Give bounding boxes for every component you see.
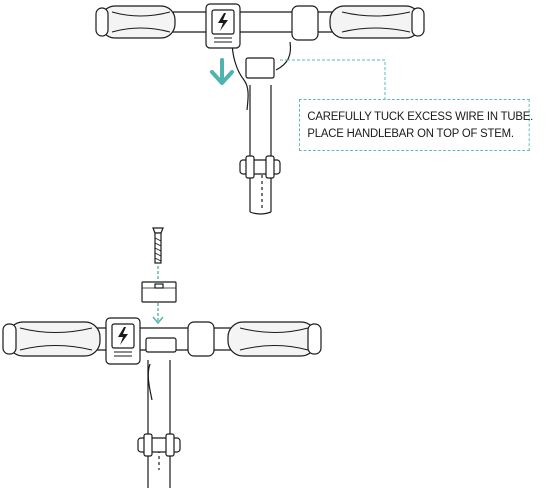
callout-line-2: PLACE HANDLEBAR ON TOP OF STEM. [307, 126, 514, 140]
step2-stem-clamp [137, 433, 181, 457]
lightning-bolt-icon [218, 13, 228, 31]
bolt [152, 227, 164, 264]
step2-display [105, 317, 141, 365]
step2-wire [147, 363, 153, 401]
step2-left-grip [2, 321, 101, 357]
step2-stem [147, 360, 171, 488]
dashed-down-arrow-icon [152, 266, 164, 325]
step2-right-grip [227, 321, 322, 357]
instruction-callout: CAREFULLY TUCK EXCESS WIRE IN TUBE. PLAC… [299, 99, 534, 151]
step1-display [205, 3, 241, 49]
callout-line-1: CAREFULLY TUCK EXCESS WIRE IN TUBE. [307, 109, 534, 123]
step1-stem-clamp [239, 155, 281, 179]
down-arrow-icon [210, 58, 234, 85]
step1-left-grip [95, 5, 176, 39]
callout-leader [280, 59, 386, 99]
lightning-bolt-icon [118, 327, 128, 345]
step1-wire [231, 39, 249, 111]
step1-assembly [95, 3, 425, 215]
step2-assembly [2, 227, 322, 488]
step1-stem [249, 85, 272, 215]
step2-brake-housing [187, 321, 215, 357]
step1-brake-housing [291, 5, 319, 41]
step1-stem-collar [245, 57, 275, 79]
step1-right-grip [329, 5, 425, 39]
clamp-block [141, 281, 177, 303]
